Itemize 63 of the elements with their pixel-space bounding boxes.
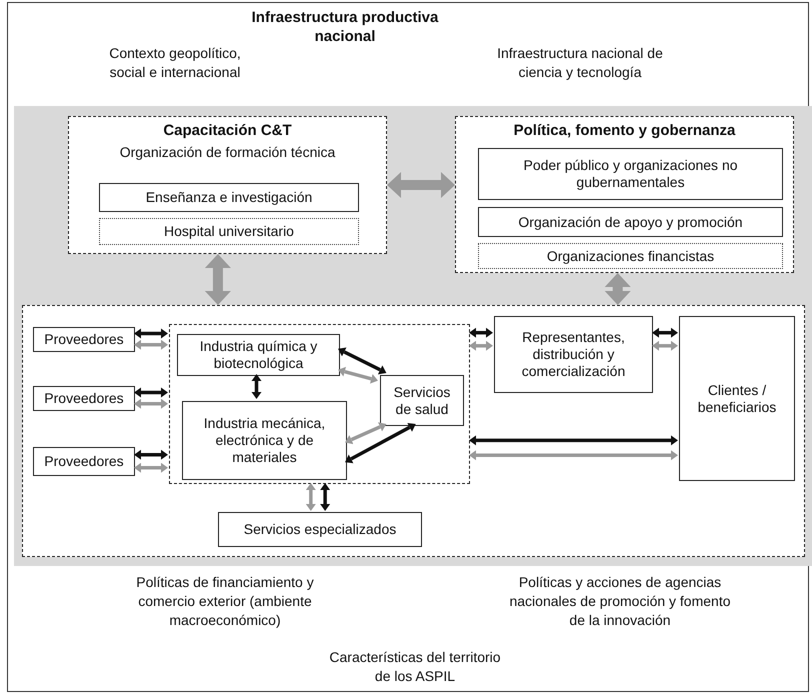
diagram-title: Infraestructura productiva nacional [250,8,440,46]
double-arrow [320,483,330,511]
box-label: Representantes, distribución y comercialización [520,329,626,380]
double-arrow [134,462,168,473]
process-box [177,334,340,376]
double-arrow [338,347,386,374]
box-heading: Política, fomento y gobernanza [514,121,736,141]
context-label: Contexto geopolítico, social e internacional [108,44,242,82]
process-box [33,327,135,352]
process-box [478,148,783,200]
double-arrow [469,435,678,446]
double-arrow [134,398,168,409]
context-label: Políticas y acciones de agencias nacionales de promoción y fomento de la innovación [508,573,732,630]
box-label: Proveedores [44,453,124,470]
box-label: Servicios de salud [392,384,452,418]
double-arrow [469,328,493,338]
process-box [99,218,359,245]
dashed-group-box [169,324,470,484]
process-box [380,375,464,426]
process-box [478,243,783,269]
box-heading: Capacitación C&T [163,121,292,141]
double-arrow [204,254,231,305]
double-arrow [306,483,316,511]
double-arrow [652,340,678,351]
double-arrow [469,450,678,460]
double-arrow [338,366,378,384]
process-box [33,447,135,476]
double-arrow [134,340,168,350]
group-box [68,116,387,254]
double-arrow [134,388,168,398]
box-label: Organizaciones financistas [546,248,714,264]
box-label: Proveedores [44,331,124,348]
process-box [33,386,135,411]
context-label: Políticas de financiamiento y comercio exterior (ambiente macroeconómico) [135,573,315,630]
process-box [494,316,653,393]
process-box [218,512,422,547]
double-arrow [652,328,678,338]
box-label: Organización de apoyo y promoción [518,214,743,230]
process-box [99,183,359,212]
box-label: Industria mecánica, electrónica y de materiales [202,415,326,466]
double-arrow [134,450,168,460]
box-label: Clientes / beneficiarios [696,382,778,416]
double-arrow [134,328,168,338]
process-box [679,316,795,481]
box-label: Hospital universitario [164,223,294,240]
box-label: Poder público y organizaciones no gubernamentales [522,157,739,191]
box-label: Servicios especializados [244,521,396,538]
dashed-group-box [22,305,805,557]
double-arrow [345,422,416,464]
process-box [182,401,347,480]
double-arrow [345,422,386,444]
group-box [455,116,794,273]
double-arrow [604,273,631,305]
box-label: Industria química y biotecnológica [198,338,318,372]
double-arrow [252,374,262,399]
context-label: Características del territorio de los ASPIL [328,648,502,686]
box-subtitle: Organización de formación técnica [120,143,336,162]
double-arrow [469,340,493,351]
box-label: Proveedores [44,390,124,407]
context-label: Infraestructura nacional de ciencia y tecnología [496,44,664,82]
process-box [478,207,783,237]
double-arrow [387,172,455,198]
box-label: Enseñanza e investigación [146,189,312,206]
